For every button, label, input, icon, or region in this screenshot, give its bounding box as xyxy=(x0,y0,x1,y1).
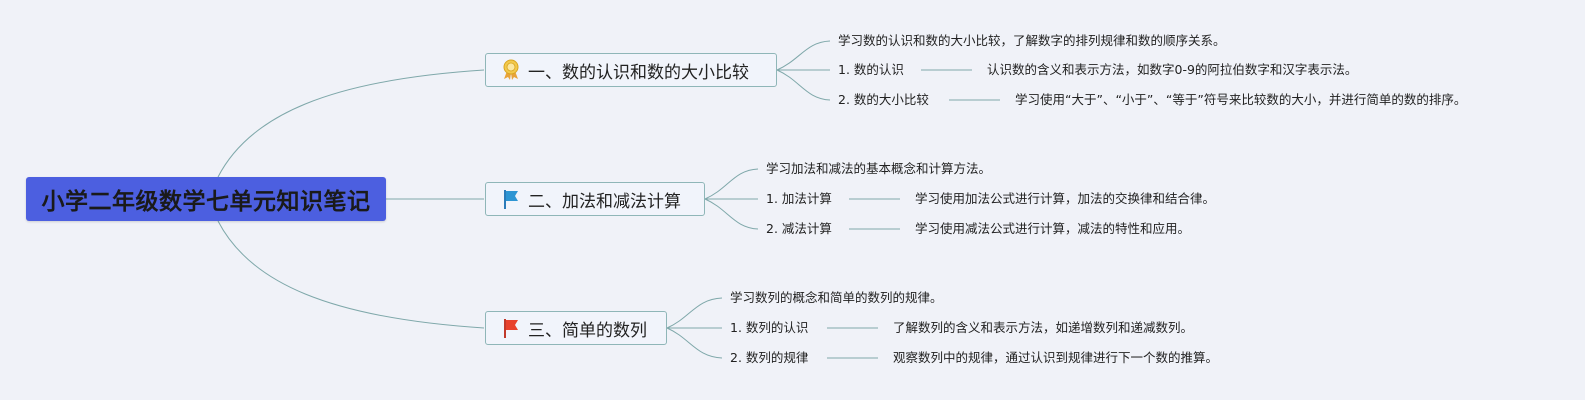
t2-summary[interactable]: 学习加法和减法的基本概念和计算方法。 xyxy=(766,161,992,176)
t1-summary[interactable]: 学习数的认识和数的大小比较，了解数字的排列规律和数的顺序关系。 xyxy=(838,33,1226,48)
t1-item1-desc[interactable]: 认识数的含义和表示方法，如数字0-9的阿拉伯数字和汉字表示法。 xyxy=(987,62,1358,77)
t3-item2-name[interactable]: 2. 数列的规律 xyxy=(730,350,809,365)
t1-item2-name[interactable]: 2. 数的大小比较 xyxy=(838,92,929,107)
connector-root-topic1 xyxy=(217,69,485,178)
topic-number-recognition[interactable]: 一、数的认识和数的大小比较 xyxy=(485,53,777,87)
connector-t3-item2 xyxy=(666,327,723,359)
topic-simple-sequence[interactable]: 三、简单的数列 xyxy=(485,311,667,345)
connector-t1-item2 xyxy=(776,69,831,101)
award-ribbon-icon xyxy=(500,59,522,81)
t2-item2-name[interactable]: 2. 减法计算 xyxy=(766,221,832,236)
t3-item1-desc[interactable]: 了解数列的含义和表示方法，如递增数列和递减数列。 xyxy=(893,320,1194,335)
t1-item2-desc[interactable]: 学习使用“大于”、“小于”、“等于”符号来比较数的大小，并进行简单的数的排序。 xyxy=(1015,92,1467,107)
t3-item2-desc[interactable]: 观察数列中的规律，通过认识到规律进行下一个数的推算。 xyxy=(893,350,1219,365)
t3-summary[interactable]: 学习数列的概念和简单的数列的规律。 xyxy=(730,290,943,305)
t1-item1-name[interactable]: 1. 数的认识 xyxy=(838,62,904,77)
blue-flag-icon xyxy=(500,188,522,210)
topic-label: 一、数的认识和数的大小比较 xyxy=(528,62,749,83)
topic-label: 二、加法和减法计算 xyxy=(528,191,681,212)
t2-item1-desc[interactable]: 学习使用加法公式进行计算，加法的交换律和结合律。 xyxy=(915,191,1216,206)
root-node[interactable]: 小学二年级数学七单元知识笔记 xyxy=(26,177,386,221)
connector-t3-summary xyxy=(666,297,723,329)
root-title: 小学二年级数学七单元知识笔记 xyxy=(41,189,371,215)
topic-label: 三、简单的数列 xyxy=(528,320,647,341)
connector-t2-item2 xyxy=(704,198,759,230)
t2-item2-desc[interactable]: 学习使用减法公式进行计算，减法的特性和应用。 xyxy=(915,221,1191,236)
red-flag-icon xyxy=(500,317,522,339)
connector-root-topic3 xyxy=(217,220,485,329)
topic-addition-subtraction[interactable]: 二、加法和减法计算 xyxy=(485,182,705,216)
connector-t1-summary xyxy=(776,40,831,71)
t3-item1-name[interactable]: 1. 数列的认识 xyxy=(730,320,809,335)
connector-t2-summary xyxy=(704,168,759,200)
t2-item1-name[interactable]: 1. 加法计算 xyxy=(766,191,832,206)
